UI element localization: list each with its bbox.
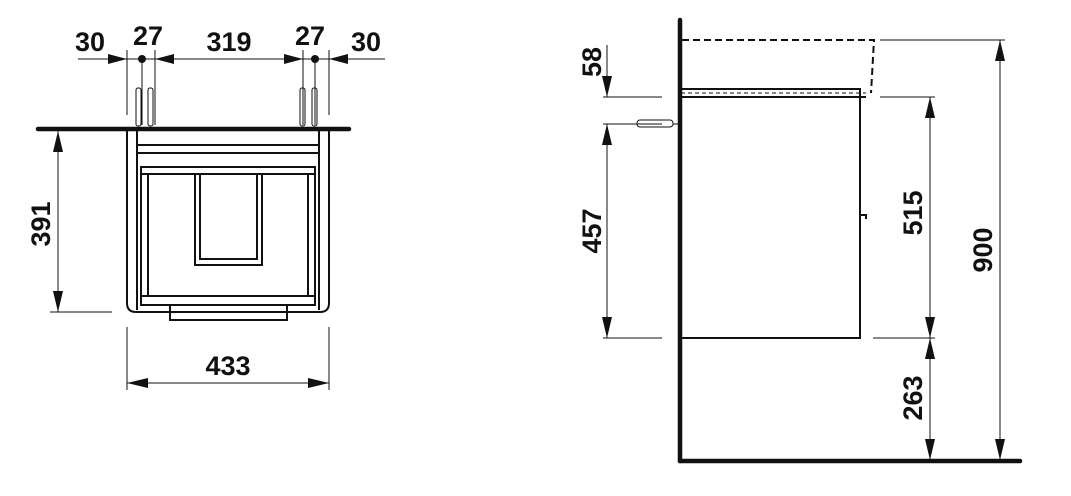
dimension-900: 900 [880, 39, 1005, 460]
basin-outline-dashed [682, 39, 876, 94]
anchor-point-right [311, 55, 319, 63]
siphon-cutout [194, 174, 263, 266]
drawer-handle [169, 304, 288, 321]
dim-left-margin: 30 [75, 27, 105, 57]
wall-plugs-front [135, 87, 318, 127]
dim-right-margin: 30 [351, 27, 381, 57]
dimension-457: 457 [577, 124, 662, 339]
anchor-point-left [138, 55, 146, 63]
drawer-front [140, 173, 316, 306]
dim-floor-clearance: 263 [898, 375, 928, 420]
dim-height: 391 [26, 201, 56, 246]
dim-anchor-height: 457 [577, 208, 607, 253]
dimension-515-263: 515 263 [873, 96, 935, 460]
top-dimension-chain: 30 27 319 27 30 [75, 21, 385, 125]
side-view: 58 457 515 263 900 [577, 17, 1023, 464]
front-view: 30 27 319 27 30 [26, 21, 385, 390]
dim-anchor-offset: 58 [577, 47, 607, 77]
dim-left-anchor-spacing: 27 [133, 21, 163, 51]
dim-anchor-distance: 319 [206, 27, 251, 57]
height-dimension-391: 391 [26, 131, 112, 313]
dimension-58: 58 [577, 45, 662, 125]
dim-cabinet-height: 515 [898, 190, 928, 235]
dim-width: 433 [205, 351, 250, 381]
cabinet-side [680, 88, 867, 339]
cabinet-front [126, 131, 330, 321]
width-dimension-433: 433 [126, 327, 330, 390]
dim-right-anchor-spacing: 27 [295, 21, 325, 51]
dim-total-height: 900 [968, 227, 998, 272]
